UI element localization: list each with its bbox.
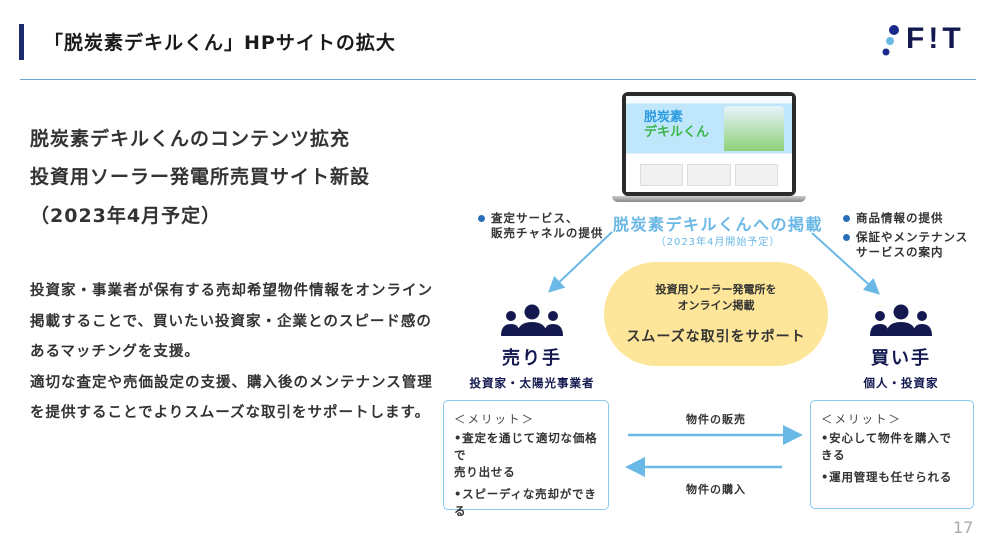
seller-group: 売り手 投資家・太陽光事業者 xyxy=(452,304,612,391)
heading-3: （2023年4月予定） xyxy=(30,205,222,227)
buyer-group: 買い手 個人・投資家 xyxy=(821,304,981,391)
logo-text: F!T xyxy=(906,22,965,55)
merit-item: •安心して物件を購入できる xyxy=(821,431,952,462)
seller-merits-box: ＜メリット＞ •査定を通じて適切な価格で 売り出せる •スピーディな売却ができる xyxy=(443,400,609,518)
buyer-label: 買い手 xyxy=(871,348,931,369)
seller-services: 査定サービス、 販売チャネルの提供 xyxy=(478,211,603,241)
people-icon xyxy=(501,304,563,336)
laptop-site-preview: 脱炭素デキルくん xyxy=(612,92,806,204)
logo-dots-icon xyxy=(882,25,899,56)
seller-label: 売り手 xyxy=(502,348,562,369)
merit-item: •査定を通じて適切な価格で 売り出せる xyxy=(454,431,598,479)
arrow-to-buyer xyxy=(811,232,880,295)
pill-main: スムーズな取引をサポート xyxy=(626,329,806,345)
listing-date: （2023年4月開始予定） xyxy=(655,237,781,248)
city-illustration xyxy=(724,106,784,151)
merit-item: •運用管理も任せられる xyxy=(821,470,953,484)
buyer-services: 商品情報の提供 保証やメンテナンス サービスの案内 xyxy=(843,211,968,260)
description-para-2: 適切な査定や売価設定の支援、購入後のメンテナンス管理を提供することでよりスムーズ… xyxy=(30,374,433,422)
content-cards xyxy=(640,164,778,186)
title-accent-bar xyxy=(19,24,24,60)
flow-buy-label: 物件の購入 xyxy=(686,483,746,496)
flow-sell-label: 物件の販売 xyxy=(686,413,746,426)
support-pill: 投資用ソーラー発電所をオンライン掲載 スムーズな取引をサポート xyxy=(604,262,828,366)
pill-line-2: オンライン掲載 xyxy=(677,299,755,312)
bullet: 商品情報の提供 xyxy=(843,211,968,226)
pill-line-1: 投資用ソーラー発電所を xyxy=(655,283,777,296)
page-number: 17 xyxy=(953,518,974,537)
listing-caption: 脱炭素デキルくんへの掲載 xyxy=(612,215,823,234)
description: 投資家・事業者が保有する売却希望物件情報をオンライン掲載することで、買いたい投資… xyxy=(30,276,440,429)
fit-logo: F!T xyxy=(880,22,980,58)
bullet: 保証やメンテナンス サービスの案内 xyxy=(843,230,968,260)
header-divider xyxy=(20,79,976,80)
merit-header: ＜メリット＞ xyxy=(454,412,535,426)
people-icon xyxy=(870,304,932,336)
page-title: 「脱炭素デキルくん」HPサイトの拡大 xyxy=(44,32,396,54)
description-para-1: 投資家・事業者が保有する売却希望物件情報をオンライン掲載することで、買いたい投資… xyxy=(30,283,433,360)
buyer-merits-box: ＜メリット＞ •安心して物件を購入できる •運用管理も任せられる xyxy=(810,400,974,509)
arrow-to-seller xyxy=(548,231,613,293)
bullet: 査定サービス、 販売チャネルの提供 xyxy=(478,211,603,241)
merit-header: ＜メリット＞ xyxy=(821,412,902,426)
buyer-sub: 個人・投資家 xyxy=(863,376,939,390)
heading-2: 投資用ソーラー発電所売買サイト新設 xyxy=(30,166,371,188)
seller-sub: 投資家・太陽光事業者 xyxy=(469,376,595,390)
site-logo: 脱炭素デキルくん xyxy=(644,110,710,140)
heading-1: 脱炭素デキルくんのコンテンツ拡充 xyxy=(30,128,351,150)
merit-item: •スピーディな売却ができる xyxy=(454,487,597,518)
